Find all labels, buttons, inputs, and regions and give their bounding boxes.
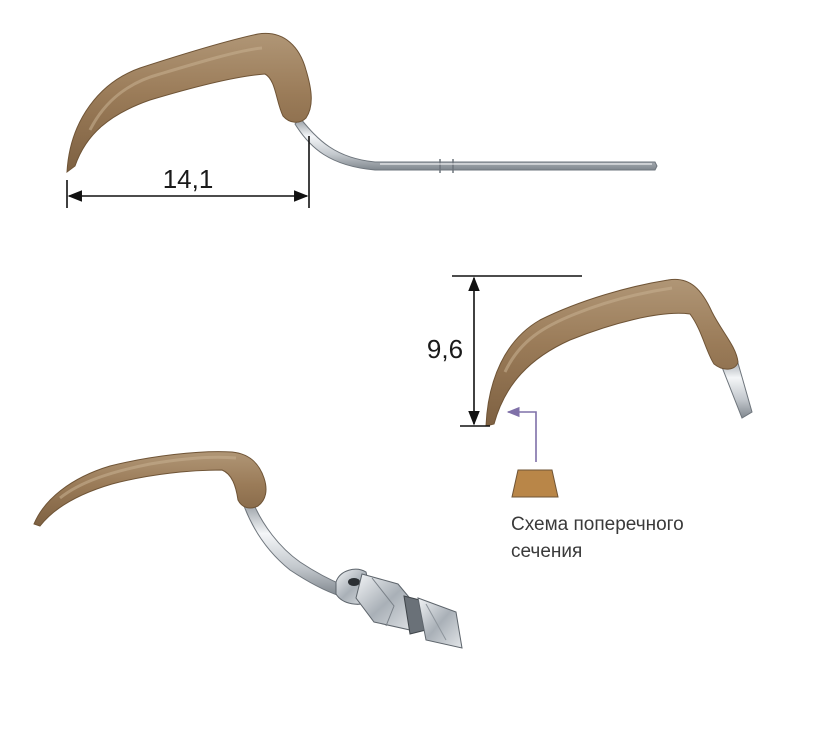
cross-section-caption: Схема поперечного сечения xyxy=(511,511,684,565)
tip-front-view xyxy=(485,278,753,427)
connector-nut xyxy=(335,568,463,649)
height-dimension: 9,6 xyxy=(427,275,582,427)
length-label: 14,1 xyxy=(163,164,214,194)
caption-line-2: сечения xyxy=(511,541,583,562)
tip-connector-coating-highlight xyxy=(59,455,237,500)
cross-section-callout xyxy=(506,406,559,498)
length-dimension: 14,1 xyxy=(66,136,310,208)
height-label: 9,6 xyxy=(427,334,463,364)
tip-front-coating-highlight xyxy=(503,286,673,373)
tip-side-view xyxy=(66,32,658,174)
cross-section-swatch xyxy=(511,469,559,498)
tip-connector-coating xyxy=(33,451,267,527)
caption-line-1: Схема поперечного xyxy=(511,514,684,535)
connector-cone-hole xyxy=(348,578,360,586)
tip-bent-shaft-metal xyxy=(243,499,346,597)
tip-with-connector xyxy=(33,451,463,649)
tip-coating-highlight xyxy=(88,46,263,131)
tip-coating xyxy=(66,32,312,174)
connector-body xyxy=(417,597,463,649)
connector-hex-edge xyxy=(371,577,395,627)
cross-section-pointer xyxy=(506,406,537,462)
tip-front-coating xyxy=(485,278,739,427)
tip-shaft-metal xyxy=(294,117,658,171)
connector-body-edge xyxy=(425,603,447,641)
